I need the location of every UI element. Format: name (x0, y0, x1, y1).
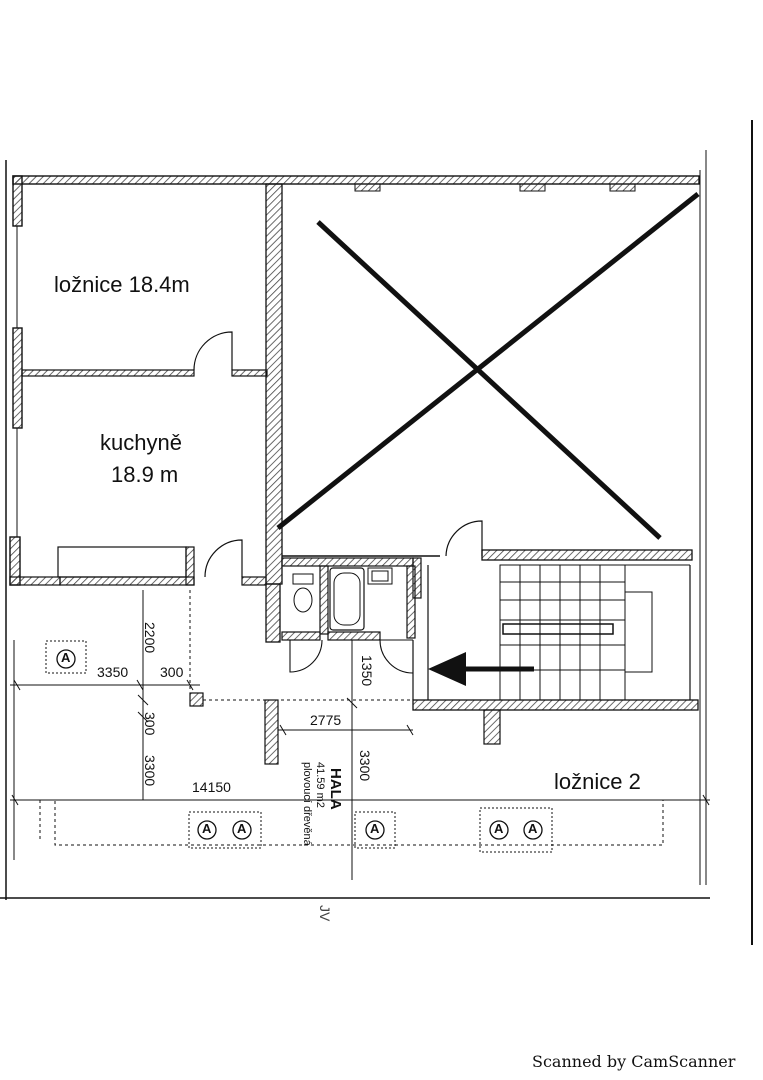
room-label-kitchen: kuchyně (100, 430, 182, 455)
marker-a-4: A (370, 821, 380, 836)
toilet-icon (292, 573, 314, 613)
central-wall-lower (265, 583, 281, 643)
room-label-kitchen-area: 18.9 m (111, 462, 179, 487)
stair-bottom-wall (412, 699, 699, 711)
kitchen-bottom-wall-4 (241, 576, 267, 586)
marker-a-2: A (202, 821, 212, 836)
marker-boxes (45, 640, 553, 853)
room-label-bedroom: ložnice 18.4m (54, 272, 190, 297)
hall-dashed-lines (39, 590, 664, 846)
dim-1350: 1350 (359, 655, 375, 687)
room-label-bedroom-2: ložnice 2 (554, 769, 641, 794)
stair-door-swing (445, 520, 483, 557)
sink-inner (371, 570, 389, 582)
orientation-mark: JV (317, 905, 333, 922)
left-wall-upper (12, 175, 23, 227)
bedroom-kitchen-wall (21, 369, 195, 377)
bathroom-divider (319, 565, 329, 635)
kitchen-bottom-wall (9, 576, 61, 586)
bathroom-bottom-wall-2 (327, 631, 381, 641)
bathroom-right-wall (406, 565, 416, 639)
top-wall-notch-3 (609, 183, 636, 192)
cross-line-2 (276, 192, 700, 530)
marker-a-6: A (528, 821, 538, 836)
marker-a-5: A (494, 821, 504, 836)
stair-top-wall (481, 549, 693, 561)
sink (367, 567, 393, 585)
hall-floor: plovoucí dřevěná (301, 762, 313, 846)
dim-14150: 14150 (192, 779, 231, 795)
dim-300-top: 300 (160, 664, 184, 680)
top-wall-notch-1 (354, 183, 381, 192)
top-wall (12, 175, 700, 185)
marker-a-1: A (61, 650, 71, 665)
hall-area: 41.59 m2 (314, 762, 326, 808)
marker-a-3: A (237, 821, 247, 836)
bathtub-inner (333, 572, 361, 626)
left-wall-mid (12, 327, 23, 429)
kitchen-counter (57, 546, 187, 578)
bedroom-kitchen-wall-right (231, 369, 268, 377)
bathroom-top-wall (281, 557, 414, 567)
kitchen-door-swing (204, 539, 243, 578)
dim-3300-left: 3300 (142, 755, 158, 787)
dim-3300-center: 3300 (357, 750, 373, 782)
marker-circles (56, 649, 543, 840)
wc-door-swing (289, 639, 323, 673)
scanner-watermark: Scanned by CamScanner (532, 1052, 736, 1071)
cross-line-1 (316, 220, 662, 540)
dim-2775: 2775 (310, 712, 342, 728)
bath-door-swing (379, 639, 414, 674)
hall-title: HALA (327, 768, 344, 810)
stair-bottom-pier (483, 709, 501, 745)
bathtub (329, 567, 365, 631)
stair-arrow-head (428, 652, 466, 686)
top-wall-notch-2 (519, 183, 546, 192)
hall-column (189, 692, 204, 707)
dimension-lines (10, 590, 710, 880)
hall-pillar-wall (264, 699, 279, 765)
dim-3350: 3350 (97, 664, 129, 680)
stair-treads (499, 564, 690, 701)
dim-300-side: 300 (142, 712, 158, 736)
bathroom-bottom-wall (281, 631, 321, 641)
bedroom-door-swing (193, 331, 233, 371)
dim-2200: 2200 (142, 622, 158, 654)
kitchen-bottom-wall-3 (59, 576, 195, 586)
